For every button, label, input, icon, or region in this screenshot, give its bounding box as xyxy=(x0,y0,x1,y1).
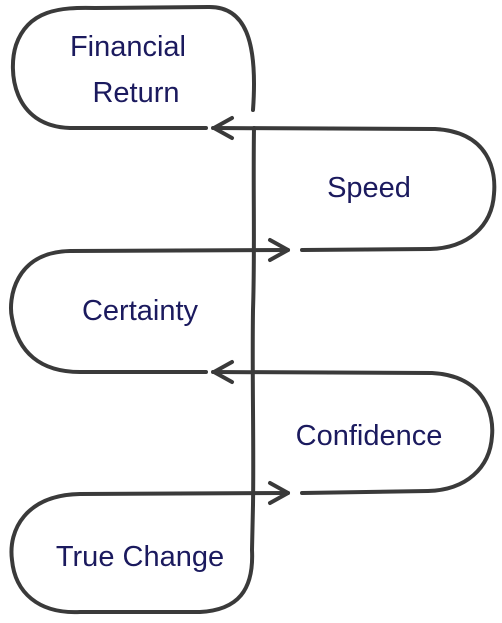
node-true-change-shape xyxy=(9,491,290,615)
node-certainty-shape xyxy=(9,248,290,374)
arrowhead-to-financial-return xyxy=(212,116,234,140)
arrowhead-to-certainty xyxy=(212,360,234,384)
node-speed-shape xyxy=(211,126,497,252)
node-speed-label: Speed xyxy=(327,172,411,204)
arrowhead-to-confidence xyxy=(268,481,290,505)
node-confidence-label: Confidence xyxy=(296,420,443,452)
arrowhead-to-speed xyxy=(268,238,290,262)
node-financial-return-label: Financial Return xyxy=(70,31,194,109)
node-confidence-shape xyxy=(211,370,495,495)
node-true-change-label: True Change xyxy=(56,541,224,573)
node-financial-return-shape xyxy=(10,4,256,130)
node-certainty-label: Certainty xyxy=(82,295,199,327)
vertical-spine xyxy=(250,126,256,507)
